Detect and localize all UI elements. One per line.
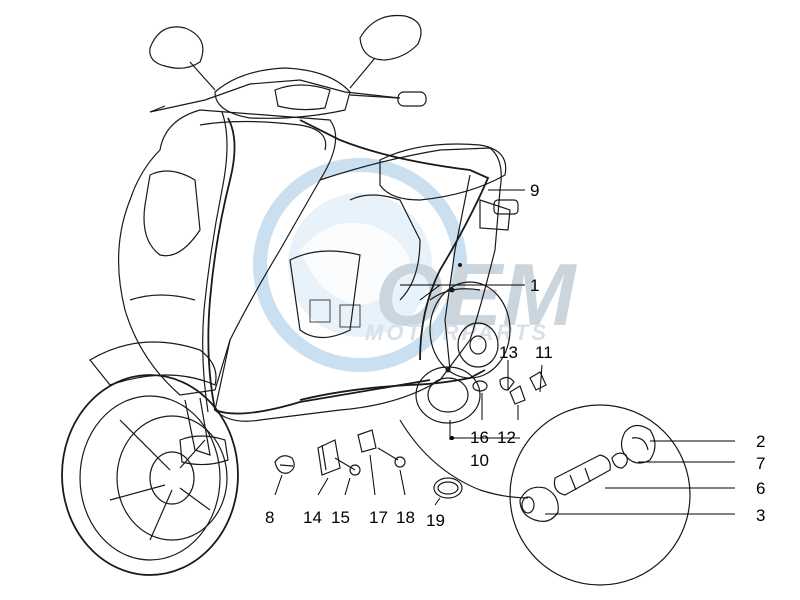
callout-12: 12 <box>497 428 516 447</box>
callout-13: 13 <box>499 343 518 362</box>
leader-lines <box>274 189 735 515</box>
part-19-ring <box>433 477 463 499</box>
callout-8: 8 <box>265 508 274 527</box>
part-6-body <box>553 454 611 496</box>
brake-disc <box>116 415 228 541</box>
callout-3: 3 <box>756 506 765 525</box>
callout-15: 15 <box>331 508 350 527</box>
front-wheel-tire <box>61 374 239 576</box>
callout-11: 11 <box>535 343 553 362</box>
cable-10 <box>299 369 486 401</box>
part-16-nipple <box>472 380 488 392</box>
headlight <box>274 84 331 111</box>
cable-3-run <box>399 419 529 499</box>
part-17-clamp <box>357 429 377 453</box>
part-7-washer <box>611 452 628 469</box>
part-15-screw <box>334 457 361 476</box>
callout-6: 6 <box>756 479 765 498</box>
watermark-main-text: OEM <box>375 245 577 344</box>
watermark-sub-text: MOTORPARTS <box>365 320 549 345</box>
cable-1 <box>207 117 431 415</box>
body-side <box>214 147 502 422</box>
part-8-clip <box>274 455 295 474</box>
callout-7: 7 <box>756 454 765 473</box>
part-3-nut <box>519 486 559 522</box>
scooter-drawing <box>61 14 529 576</box>
part-13-fitting <box>499 376 515 391</box>
detail-circle <box>509 404 691 586</box>
callout-19: 19 <box>426 511 445 530</box>
callout-1: 1 <box>530 276 539 295</box>
part-14-bracket <box>317 439 341 476</box>
rear-wheel <box>415 366 481 424</box>
front-shield <box>117 109 337 396</box>
callout-16: 16 <box>470 428 489 447</box>
part-11-cap <box>529 371 547 391</box>
part-12-elbow <box>509 385 526 405</box>
callout-18: 18 <box>396 508 415 527</box>
seat <box>379 143 507 201</box>
tail-light <box>493 199 519 215</box>
callout-9: 9 <box>530 181 539 200</box>
right-mirror <box>359 14 422 61</box>
watermark-logo: OEM MOTORPARTS <box>253 158 577 372</box>
callout-17: 17 <box>369 508 388 527</box>
right-grip <box>397 91 427 107</box>
front-mudguard <box>89 341 217 386</box>
callout-14: 14 <box>303 508 322 527</box>
left-mirror <box>149 26 204 69</box>
callout-2: 2 <box>756 432 765 451</box>
part-2-cap <box>620 424 656 464</box>
callout-10: 10 <box>470 451 489 470</box>
callout-labels: 1 2 3 6 7 8 9 10 11 12 13 14 15 16 17 18… <box>265 181 765 530</box>
part-18-screw <box>377 447 406 468</box>
front-fork <box>184 397 211 456</box>
handlebar <box>149 79 401 113</box>
